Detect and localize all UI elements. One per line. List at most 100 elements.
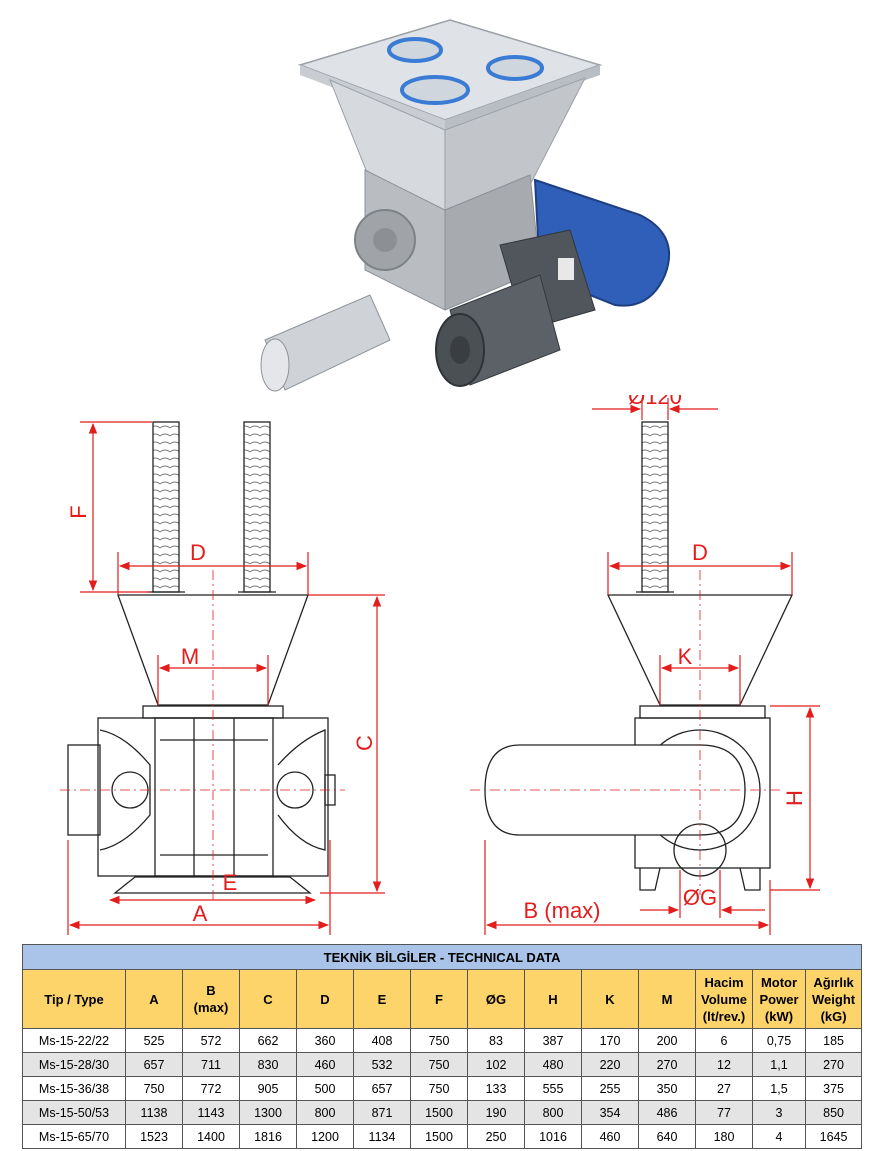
table-cell: 200 xyxy=(638,1028,696,1053)
dim-label-dia120: Ø120 xyxy=(628,395,682,409)
column-header-text: Motor xyxy=(760,974,798,990)
column-header-text: H xyxy=(548,991,558,1007)
dim-label-b-max: B (max) xyxy=(524,898,601,923)
model-type-cell: Ms-15-50/53 xyxy=(22,1100,126,1125)
table-cell: 1400 xyxy=(182,1124,240,1149)
column-header: E xyxy=(353,969,411,1029)
column-header: H xyxy=(524,969,582,1029)
dim-label-h: H xyxy=(782,790,807,806)
column-header: A xyxy=(125,969,183,1029)
column-header-text: Volume xyxy=(701,991,747,1007)
table-cell: 0,75 xyxy=(752,1028,806,1053)
column-header-text: A xyxy=(149,991,159,1007)
table-cell: 1143 xyxy=(182,1100,240,1125)
table-cell: 180 xyxy=(695,1124,753,1149)
column-header-text: M xyxy=(661,991,673,1007)
table-cell: 170 xyxy=(581,1028,639,1053)
column-header: M xyxy=(638,969,696,1029)
column-header-text: C xyxy=(263,991,273,1007)
dim-label-m: M xyxy=(181,644,199,669)
table-cell: 830 xyxy=(239,1052,297,1077)
table-cell: 1,1 xyxy=(752,1052,806,1077)
dim-label-g: ØG xyxy=(683,885,717,910)
column-header-text: K xyxy=(605,991,615,1007)
table-cell: 190 xyxy=(467,1100,525,1125)
table-cell: 77 xyxy=(695,1100,753,1125)
table-cell: 250 xyxy=(467,1124,525,1149)
table-cell: 1200 xyxy=(296,1124,354,1149)
table-cell: 387 xyxy=(524,1028,582,1053)
column-header: B(max) xyxy=(182,969,240,1029)
column-header: D xyxy=(296,969,354,1029)
column-header-text: ØG xyxy=(485,991,507,1007)
table-caption: TEKNİK BİLGİLER - TECHNICAL DATA xyxy=(21,944,863,970)
table-cell: 133 xyxy=(467,1076,525,1101)
table-cell: 662 xyxy=(239,1028,297,1053)
table-cell: 555 xyxy=(524,1076,582,1101)
table-cell: 1500 xyxy=(410,1100,468,1125)
column-header-text: Hacim xyxy=(704,974,744,990)
table-cell: 480 xyxy=(524,1052,582,1077)
table-cell: 1523 xyxy=(125,1124,183,1149)
rotary-valve-photo xyxy=(260,19,670,392)
dim-label-d-right: D xyxy=(692,540,708,565)
table-cell: 772 xyxy=(182,1076,240,1101)
column-header-text: Ağırlık xyxy=(813,974,854,990)
dim-label-f: F xyxy=(66,505,91,518)
side-view xyxy=(484,421,794,891)
table-cell: 255 xyxy=(581,1076,639,1101)
table-cell: 270 xyxy=(804,1052,863,1077)
table-cell: 486 xyxy=(638,1100,696,1125)
model-type-cell: Ms-15-36/38 xyxy=(22,1076,126,1101)
dim-label-a: A xyxy=(193,901,208,926)
table-cell: 3 xyxy=(752,1100,806,1125)
model-type-cell: Ms-15-65/70 xyxy=(22,1124,126,1149)
table-cell: 500 xyxy=(296,1076,354,1101)
table-cell: 750 xyxy=(410,1028,468,1053)
model-type-cell: Ms-15-22/22 xyxy=(22,1028,126,1053)
table-cell: 871 xyxy=(353,1100,411,1125)
table-cell: 460 xyxy=(581,1124,639,1149)
table-cell: 354 xyxy=(581,1100,639,1125)
dim-label-c: C xyxy=(352,735,377,751)
column-header-text: (kG) xyxy=(820,1008,847,1024)
table-cell: 750 xyxy=(410,1052,468,1077)
column-header-text: Power xyxy=(759,991,799,1007)
table-cell: 850 xyxy=(804,1100,863,1125)
column-header: ØG xyxy=(467,969,525,1029)
table-cell: 83 xyxy=(467,1028,525,1053)
table-cell: 185 xyxy=(804,1028,863,1053)
column-header: Tip / Type xyxy=(22,969,126,1029)
table-cell: 1138 xyxy=(125,1100,183,1125)
column-header-text: B xyxy=(206,983,216,998)
technical-drawing: F D M C E A Ø120 D K H B (max) ØG xyxy=(60,395,820,935)
table-cell: 102 xyxy=(467,1052,525,1077)
table-cell: 657 xyxy=(353,1076,411,1101)
dim-label-d-left: D xyxy=(190,540,206,565)
table-cell: 750 xyxy=(410,1076,468,1101)
column-header-text: F xyxy=(435,991,443,1007)
table-cell: 270 xyxy=(638,1052,696,1077)
column-header-text: Weight xyxy=(812,991,856,1007)
table-cell: 1,5 xyxy=(752,1076,806,1101)
table-cell: 220 xyxy=(581,1052,639,1077)
table-cell: 1300 xyxy=(239,1100,297,1125)
table-cell: 1016 xyxy=(524,1124,582,1149)
column-header-text: (lt/rev.) xyxy=(702,1008,746,1024)
table-cell: 460 xyxy=(296,1052,354,1077)
table-cell: 1816 xyxy=(239,1124,297,1149)
model-type-cell: Ms-15-28/30 xyxy=(22,1052,126,1077)
table-cell: 350 xyxy=(638,1076,696,1101)
table-cell: 1134 xyxy=(353,1124,411,1149)
column-header-text: Tip / Type xyxy=(44,991,104,1007)
table-cell: 525 xyxy=(125,1028,183,1053)
table-cell: 640 xyxy=(638,1124,696,1149)
column-header: F xyxy=(410,969,468,1029)
table-cell: 1500 xyxy=(410,1124,468,1149)
